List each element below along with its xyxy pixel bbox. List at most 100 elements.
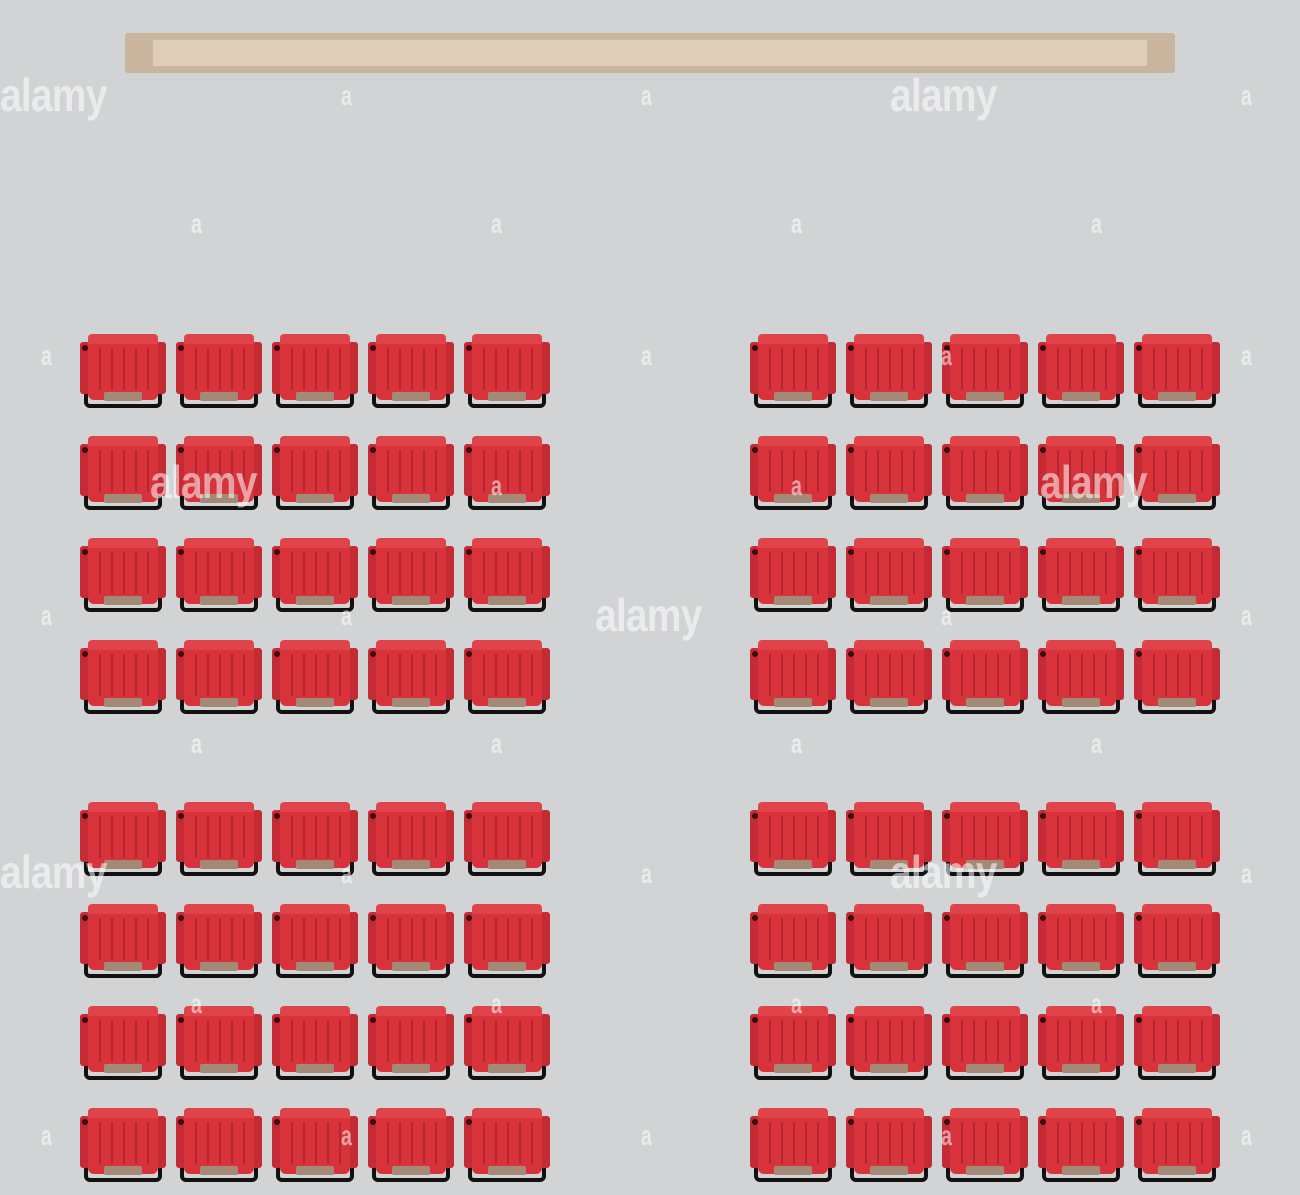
watermark-mark: a (1241, 600, 1252, 631)
seat-icon[interactable] (270, 434, 360, 512)
seat-icon[interactable] (1036, 536, 1126, 614)
seat-icon[interactable] (844, 536, 934, 614)
seat-icon[interactable] (940, 536, 1030, 614)
watermark-mark: a (491, 728, 502, 759)
seat-icon[interactable] (462, 536, 552, 614)
seat-icon[interactable] (844, 1106, 934, 1184)
seat-icon[interactable] (748, 638, 838, 716)
watermark-mark: a (1091, 208, 1102, 239)
seat-icon[interactable] (270, 1004, 360, 1082)
seat-icon[interactable] (1132, 800, 1222, 878)
seat-icon[interactable] (1132, 1004, 1222, 1082)
projection-screen (125, 33, 1175, 73)
watermark-logo: alamy (0, 69, 107, 121)
seat-icon[interactable] (748, 902, 838, 980)
seat-icon[interactable] (940, 332, 1030, 410)
seat-icon[interactable] (270, 1106, 360, 1184)
watermark-mark: a (641, 1120, 652, 1151)
seat-icon[interactable] (78, 638, 168, 716)
watermark-mark: a (641, 340, 652, 371)
seat-icon[interactable] (78, 902, 168, 980)
seat-icon[interactable] (366, 1004, 456, 1082)
seat-icon[interactable] (1132, 902, 1222, 980)
seat-icon[interactable] (1036, 332, 1126, 410)
seat-icon[interactable] (1036, 902, 1126, 980)
seat-icon[interactable] (748, 536, 838, 614)
watermark-mark: a (1241, 1120, 1252, 1151)
seat-icon[interactable] (174, 638, 264, 716)
watermark-mark: a (641, 858, 652, 889)
watermark-mark: a (1241, 340, 1252, 371)
seat-icon[interactable] (462, 332, 552, 410)
seat-icon[interactable] (462, 1004, 552, 1082)
seat-icon[interactable] (844, 800, 934, 878)
seat-icon[interactable] (844, 434, 934, 512)
seat-icon[interactable] (1036, 1004, 1126, 1082)
projection-screen-surface (153, 40, 1147, 66)
seat-icon[interactable] (174, 902, 264, 980)
seat-icon[interactable] (748, 800, 838, 878)
seat-icon[interactable] (462, 800, 552, 878)
seat-icon[interactable] (940, 1106, 1030, 1184)
seat-icon[interactable] (270, 638, 360, 716)
seat-icon[interactable] (940, 434, 1030, 512)
seat-icon[interactable] (748, 332, 838, 410)
seat-icon[interactable] (366, 536, 456, 614)
seat-icon[interactable] (748, 1106, 838, 1184)
watermark-mark: a (191, 208, 202, 239)
seat-icon[interactable] (940, 1004, 1030, 1082)
seat-icon[interactable] (78, 434, 168, 512)
seat-icon[interactable] (940, 638, 1030, 716)
seat-icon[interactable] (844, 332, 934, 410)
seat-icon[interactable] (174, 1004, 264, 1082)
seat-icon[interactable] (462, 638, 552, 716)
seat-icon[interactable] (366, 434, 456, 512)
seat-icon[interactable] (270, 332, 360, 410)
seat-icon[interactable] (1036, 800, 1126, 878)
seat-icon[interactable] (1132, 332, 1222, 410)
seat-icon[interactable] (366, 902, 456, 980)
seat-icon[interactable] (78, 536, 168, 614)
seat-icon[interactable] (462, 902, 552, 980)
seat-icon[interactable] (174, 800, 264, 878)
seat-icon[interactable] (174, 332, 264, 410)
seat-icon[interactable] (462, 434, 552, 512)
seat-icon[interactable] (174, 536, 264, 614)
seat-icon[interactable] (174, 1106, 264, 1184)
seat-icon[interactable] (270, 902, 360, 980)
watermark-mark: a (491, 208, 502, 239)
seat-icon[interactable] (78, 1004, 168, 1082)
seat-icon[interactable] (366, 800, 456, 878)
seat-icon[interactable] (174, 434, 264, 512)
seat-icon[interactable] (366, 638, 456, 716)
seat-icon[interactable] (1036, 434, 1126, 512)
seat-icon[interactable] (270, 536, 360, 614)
seat-icon[interactable] (1036, 638, 1126, 716)
seat-icon[interactable] (1036, 1106, 1126, 1184)
seat-icon[interactable] (748, 1004, 838, 1082)
seat-icon[interactable] (844, 902, 934, 980)
seat-icon[interactable] (1132, 434, 1222, 512)
seat-icon[interactable] (844, 638, 934, 716)
watermark-mark: a (191, 728, 202, 759)
seat-icon[interactable] (270, 800, 360, 878)
seat-icon[interactable] (78, 332, 168, 410)
seat-icon[interactable] (1132, 638, 1222, 716)
watermark-mark: a (1091, 728, 1102, 759)
watermark-mark: a (1241, 80, 1252, 111)
watermark-mark: a (41, 600, 52, 631)
watermark-logo: alamy (595, 589, 702, 641)
seat-icon[interactable] (748, 434, 838, 512)
seat-icon[interactable] (940, 902, 1030, 980)
seat-icon[interactable] (78, 800, 168, 878)
seat-icon[interactable] (78, 1106, 168, 1184)
seat-icon[interactable] (844, 1004, 934, 1082)
seat-icon[interactable] (366, 332, 456, 410)
seat-icon[interactable] (462, 1106, 552, 1184)
seat-icon[interactable] (1132, 536, 1222, 614)
seat-icon[interactable] (1132, 1106, 1222, 1184)
seat-icon[interactable] (366, 1106, 456, 1184)
watermark-mark: a (1241, 858, 1252, 889)
seat-icon[interactable] (940, 800, 1030, 878)
watermark-logo: alamy (890, 69, 997, 121)
